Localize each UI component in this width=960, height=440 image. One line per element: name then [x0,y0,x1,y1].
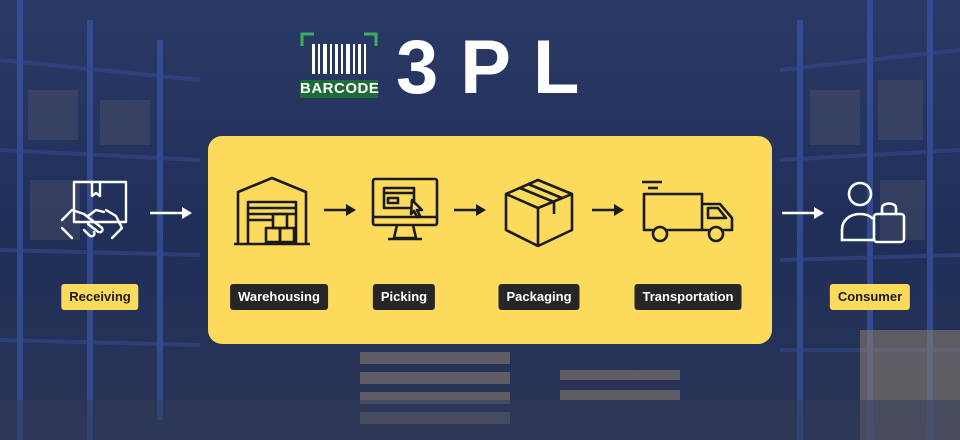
handshake-box-icon [60,180,128,240]
shopper-icon [840,181,906,244]
step-label-transportation: Transportation [634,284,742,310]
arrow-right-icon [150,207,192,219]
step-label-packaging: Packaging [498,284,580,310]
barcode-logo-icon [300,32,378,74]
truck-icon [642,180,734,243]
logo-text: BARCODE [300,80,380,98]
warehouse-icon [234,176,310,246]
arrow-right-icon [324,204,356,216]
step-label-warehousing: Warehousing [230,284,328,310]
page-title: 3PL [396,25,602,110]
arrow-right-icon [454,204,486,216]
arrow-right-icon [782,207,824,219]
step-label-picking: Picking [372,284,436,310]
computer-click-icon [371,177,439,241]
step-label-consumer: Consumer [829,284,911,310]
box-icon [504,178,574,248]
step-label-receiving: Receiving [61,284,139,310]
arrow-right-icon [592,204,624,216]
